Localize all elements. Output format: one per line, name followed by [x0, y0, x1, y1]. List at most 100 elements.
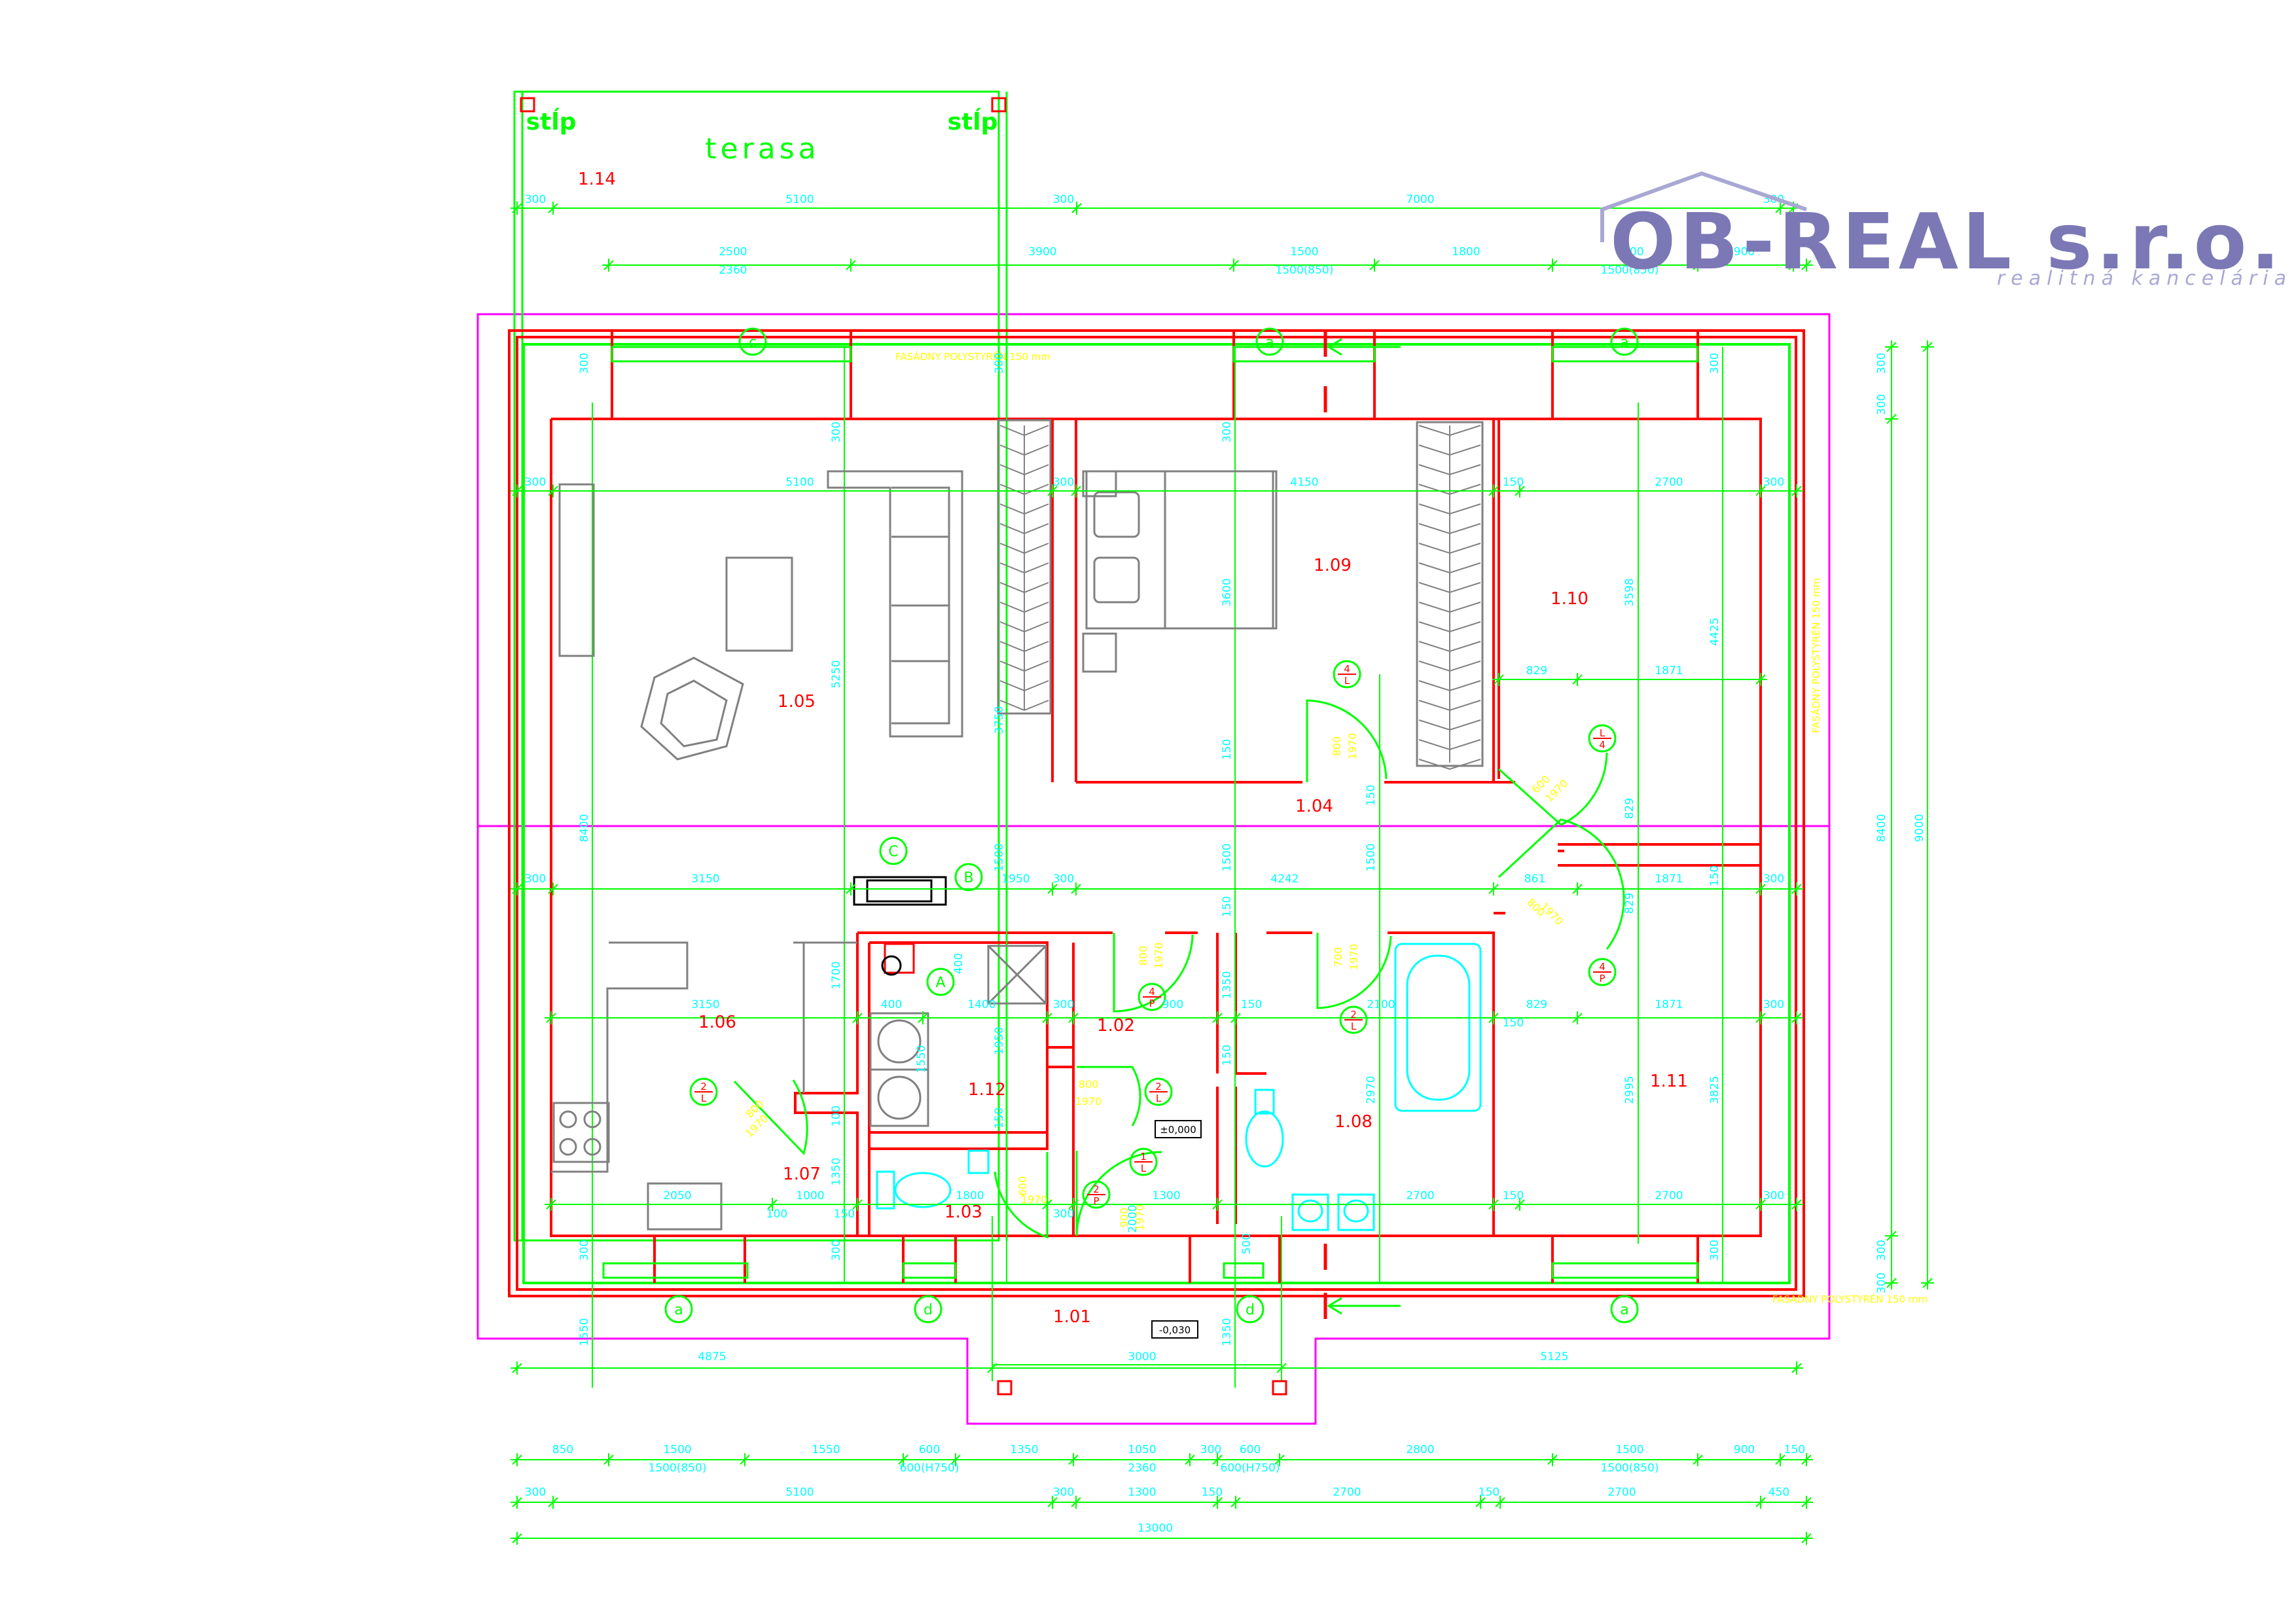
dimension-label: 150 [834, 1208, 855, 1221]
dimension-label: 300 [1053, 998, 1074, 1011]
dimension-label-vertical: 1350 [1221, 1318, 1234, 1346]
dimension-label: 4150 [1290, 476, 1318, 489]
door-tag-top: L [1600, 727, 1605, 739]
plot-boundary [476, 313, 1831, 1425]
dimension-label: 300 [525, 1486, 546, 1499]
dimension-label-vertical: 300 [830, 1240, 843, 1261]
dimension-label: 1871 [1655, 998, 1683, 1011]
walls [508, 329, 1805, 1297]
dimension-label: 3150 [691, 873, 719, 886]
dimension-label-vertical: 300 [1708, 1240, 1721, 1261]
dimension-label: 2800 [1406, 1443, 1434, 1456]
dimension-label: 3150 [691, 998, 719, 1011]
dimension-label: 1300 [1152, 1189, 1180, 1202]
dimension-label-vertical: 3750 [993, 706, 1006, 734]
axis-marker: B [954, 863, 983, 892]
door-size-note: 1970 [1346, 733, 1359, 760]
dimension-label: 1500 [663, 1443, 691, 1456]
dimension-label: 5100 [785, 476, 814, 489]
dimension-label: 829 [1526, 664, 1547, 677]
axis-marker: a [1610, 327, 1639, 356]
dimension-label-vertical: 9000 [1913, 814, 1926, 842]
room-number: 1.01 [1053, 1307, 1091, 1327]
door-tag-top: 4 [1344, 663, 1350, 675]
dimension-label-vertical: 2000 [1126, 1204, 1139, 1233]
dimension-label-vertical: 4425 [1708, 617, 1721, 645]
dimension-label: 300 [1200, 1443, 1221, 1456]
dimension-label-vertical: 150 [1221, 896, 1234, 917]
terrace-outline [513, 90, 1008, 1242]
dimension-label: 7000 [1406, 193, 1434, 206]
dimension-label-vertical: 1500 [1221, 843, 1234, 871]
door-tag-bottom: L [1156, 1092, 1162, 1104]
axis-marker: d [914, 1295, 942, 1324]
dimension-label: 2360 [719, 264, 747, 277]
axis-marker-label: d [1246, 1302, 1255, 1318]
dimension-label-vertical: 300 [830, 422, 843, 442]
door-tag: 4L [1333, 660, 1361, 689]
dimension-label: 1300 [1128, 1486, 1156, 1499]
dimension-label: 900 [1162, 998, 1183, 1011]
dimension-label-vertical: 500 [1240, 1233, 1253, 1254]
dimension-label: 150 [1503, 1017, 1524, 1030]
door-size-note: 1970 [1134, 1204, 1146, 1231]
pillar-label-right: stĺp [948, 108, 998, 135]
axis-marker-label: a [1620, 334, 1628, 351]
dimension-label: 5100 [785, 1486, 814, 1499]
dimension-label: 2360 [1128, 1462, 1156, 1475]
dimension-label-vertical: 150 [993, 1108, 1006, 1128]
dimension-label: 400 [881, 998, 902, 1011]
dimension-label: 1500(850) [1601, 264, 1659, 277]
dimension-label: 600 [1240, 1443, 1261, 1456]
room-number: 1.06 [698, 1013, 736, 1032]
dimension-label: 4242 [1270, 873, 1299, 886]
room-number: 1.05 [778, 692, 816, 712]
dimension-label: 600 [919, 1443, 940, 1456]
dimension-label: 300 [1053, 193, 1074, 206]
door-size-note: 1970 [1153, 943, 1165, 969]
dimension-label: 861 [1524, 873, 1545, 886]
dimension-label: 150 [1202, 1486, 1223, 1499]
dimension-label: 1500 [1615, 1443, 1643, 1456]
dimension-label-vertical: 150 [1708, 865, 1721, 886]
company-logo: OB-REAL s.r.o. realitná kancelária [1597, 170, 2296, 301]
level-zero-label: ±0,000 [1160, 1124, 1196, 1136]
dimension-label-vertical: 8400 [1875, 814, 1888, 842]
door-tag-bottom: P [1093, 1195, 1099, 1207]
dimension-label: 2700 [1607, 1486, 1636, 1499]
axis-marker-label: B [963, 870, 973, 886]
dimension-label: 300 [1763, 1189, 1784, 1202]
dimension-label: 300 [525, 193, 546, 206]
door-tag-top: 2 [700, 1081, 707, 1092]
dimension-label-vertical: 300 [1875, 394, 1888, 415]
dimension-label-vertical: 150 [1365, 785, 1378, 806]
room-number: 1.08 [1335, 1112, 1372, 1132]
dimension-label-vertical: 300 [1875, 353, 1888, 374]
door-tag-top: 1 [1140, 1151, 1147, 1163]
door-tag: 2L [689, 1077, 718, 1106]
dimension-label: 600(H750) [900, 1462, 960, 1475]
room-number: 1.11 [1650, 1072, 1688, 1091]
axis-marker-label: c [749, 334, 757, 351]
dimension-label-vertical: 5250 [830, 660, 843, 688]
door-swings [733, 699, 1625, 1239]
dimension-label: 2700 [1406, 1189, 1434, 1202]
furniture [551, 419, 1484, 1231]
door-size-note: 1970 [1348, 944, 1360, 971]
dimension-label-vertical: 300 [1875, 1240, 1888, 1261]
axis-marker: A [926, 967, 955, 996]
door-tag: L4 [1588, 724, 1617, 753]
dimension-label: 300 [1763, 998, 1784, 1011]
terrace-label: terasa [705, 132, 819, 166]
axis-marker: c [738, 327, 767, 356]
room-number: 1.03 [944, 1202, 982, 1222]
level-entry-label: -0,030 [1159, 1324, 1191, 1336]
dimension-label-vertical: 829 [1623, 893, 1636, 914]
dimension-label-vertical: 829 [1623, 798, 1636, 819]
dimension-label-vertical: 300 [578, 1240, 591, 1261]
axis-marker-label: a [1620, 1302, 1628, 1318]
dimension-label-vertical: 100 [830, 1106, 843, 1127]
dimension-label: 150 [1241, 998, 1262, 1011]
